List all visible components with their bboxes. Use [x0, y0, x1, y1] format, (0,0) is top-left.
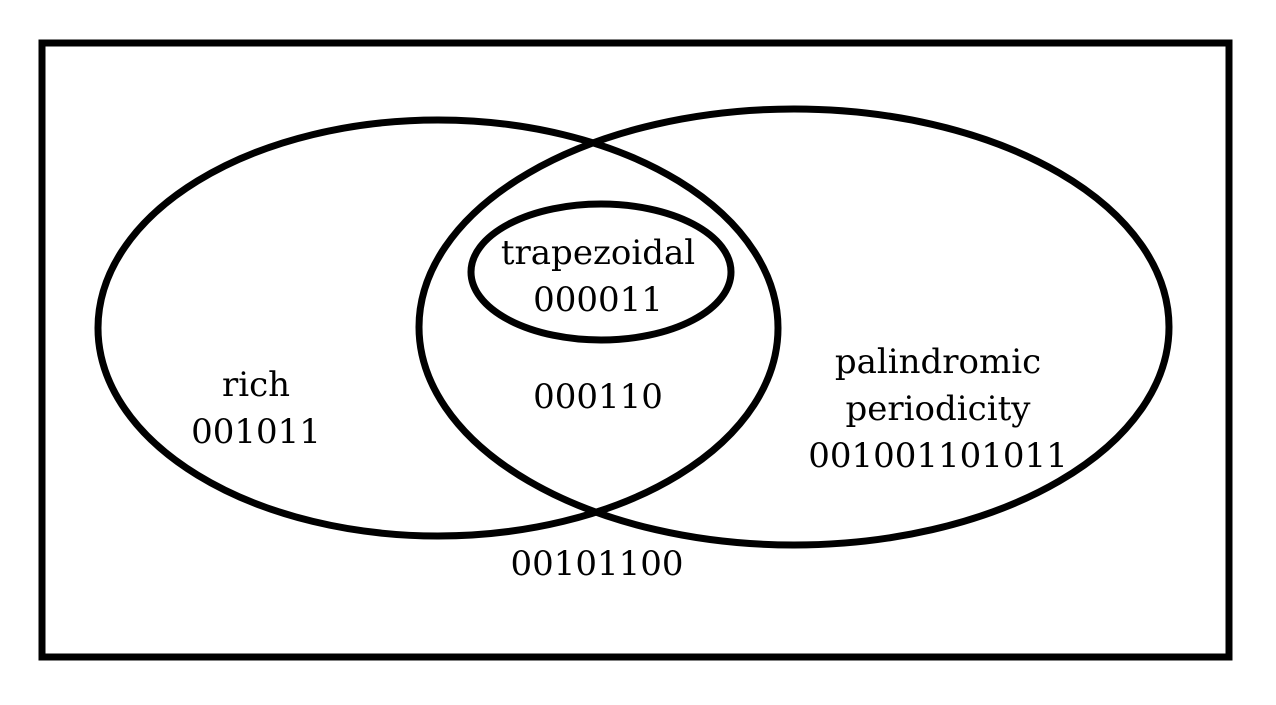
rich-value: 001011 [191, 412, 321, 452]
trapezoidal-value: 000011 [533, 280, 663, 320]
rich-set-ellipse [94, 116, 782, 540]
periodicity-label: periodicity [846, 389, 1032, 429]
palindromic-periodicity-set-ellipse [415, 105, 1173, 549]
trapezoidal-set-ellipse [467, 200, 735, 344]
intersection-value: 000110 [533, 377, 663, 417]
trapezoidal-label: trapezoidal [501, 233, 695, 273]
rich-label: rich [222, 365, 290, 405]
outside-value: 00101100 [510, 544, 683, 584]
universe-rectangle [38, 39, 1233, 661]
palindromic-periodicity-value: 001001101011 [808, 436, 1068, 476]
palindromic-label: palindromic [835, 342, 1041, 382]
